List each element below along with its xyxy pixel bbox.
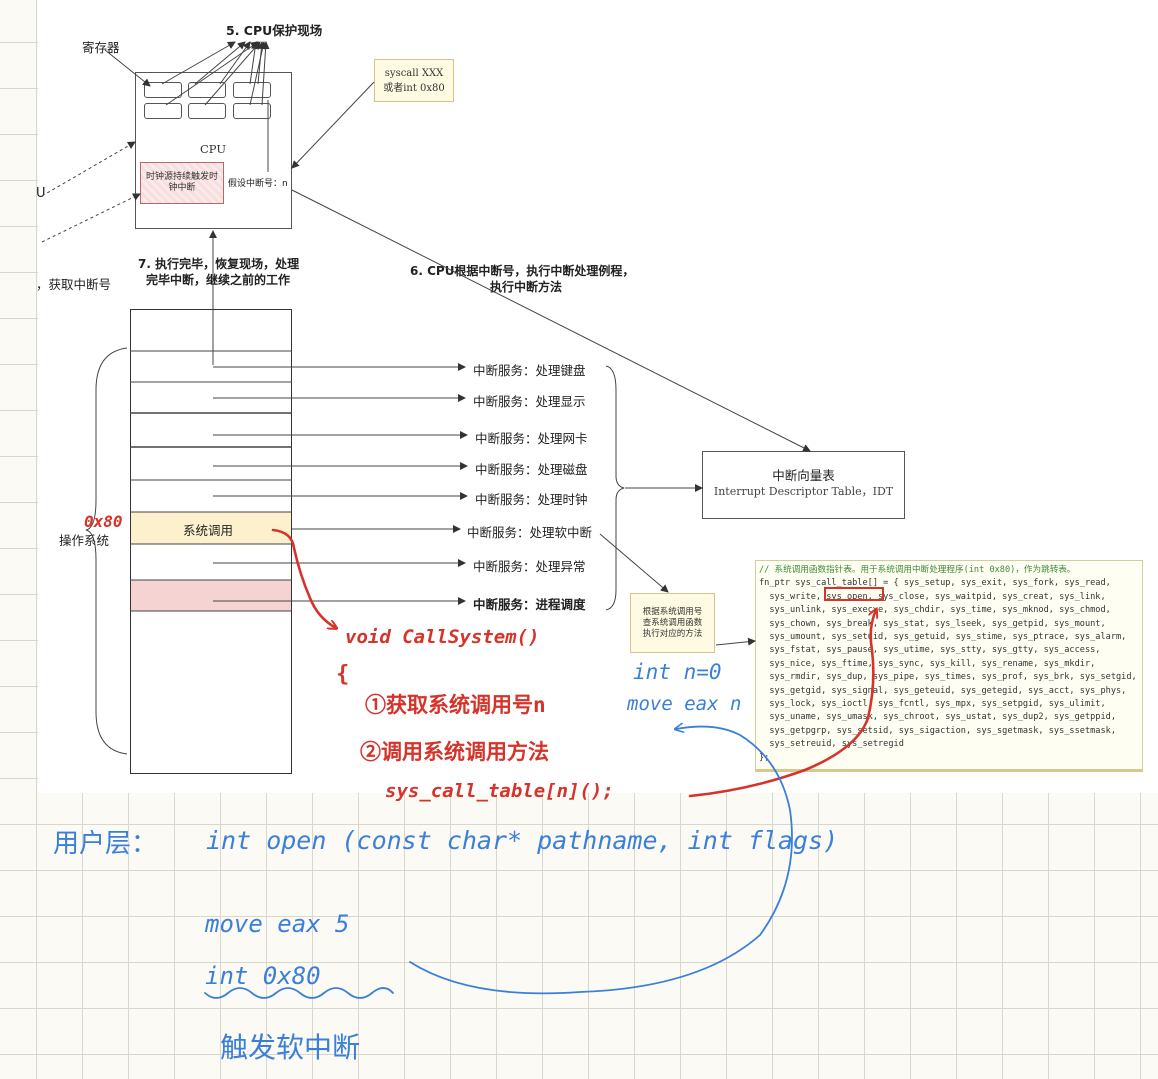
syscall-note: syscall XXX 或者int 0x80 [374, 59, 454, 102]
left-cut-text-u: U [36, 186, 46, 201]
syscall-note-line2: 或者int 0x80 [383, 83, 445, 94]
code-line: sys_chown, sys_break, sys_stat, sys_lsee… [759, 618, 1106, 629]
code-comment: // 系统调用函数指针表。用于系统调用中断处理程序(int 0x80)，作为跳转… [759, 565, 1076, 575]
code-line: sys_unlink, sys_execve, sys_chdir, sys_t… [759, 605, 1111, 616]
code-line: sys_rmdir, sys_dup, sys_pipe, sys_times,… [759, 672, 1137, 683]
code-line: sys_getgid, sys_signal, sys_geteuid, sys… [759, 685, 1127, 696]
idt-title: 中断向量表 [772, 468, 835, 483]
step5-label: 5. CPU保护现场 [226, 23, 323, 38]
syscall-note-line1: syscall XXX [384, 68, 444, 79]
service-exception: 中断服务：处理异常 [473, 559, 586, 574]
service-clock: 中断服务：处理时钟 [475, 492, 588, 507]
lookup-note: 根据系统调用号 查系统调用函数 执行对应的方法 [630, 593, 715, 653]
register-cell [233, 103, 271, 119]
os-label: 操作系统 [59, 533, 110, 548]
step7-label: 7. 执行完毕，恢复现场，处理 完毕中断，继续之前的工作 [138, 256, 299, 288]
code-line: sys_fstat, sys_pause, sys_utime, sys_stt… [759, 645, 1101, 656]
service-network: 中断服务：处理网卡 [475, 431, 588, 446]
hand-brace: { [336, 662, 350, 687]
lookup-note-line1: 根据系统调用号 [642, 607, 703, 617]
sys-open-highlight [824, 587, 884, 601]
hand-func-signature: void CallSystem() [345, 626, 540, 648]
scheduler-slot-fill [131, 580, 291, 611]
step6-label: 6. CPU根据中断号，执行中断处理例程， 执行中断方法 [410, 263, 634, 295]
registers-label: 寄存器 [82, 40, 120, 55]
left-cut-text-get: ，获取中断号 [36, 277, 112, 292]
syscall-slot-fill [131, 512, 291, 544]
step6-line2: 执行中断方法 [490, 280, 563, 294]
hand-move-eax-n: move eax n [627, 693, 742, 715]
hand-0x80-label: 0x80 [84, 512, 123, 531]
service-scheduling: 中断服务：进程调度 [473, 597, 586, 612]
register-cell [144, 103, 182, 119]
service-display: 中断服务：处理显示 [473, 394, 586, 409]
code-line: sys_uname, sys_umask, sys_chroot, sys_us… [759, 712, 1116, 723]
hand-step2: ②调用系统调用方法 [360, 740, 549, 764]
step7-line2: 完毕中断，继续之前的工作 [146, 273, 291, 287]
step6-line1: 6. CPU根据中断号，执行中断处理例程， [410, 264, 635, 278]
hand-user-layer: 用户层： [53, 829, 158, 859]
idt-subtitle: Interrupt Descriptor Table，IDT [713, 485, 894, 498]
interrupt-number-label: 假设中断号：n [228, 179, 288, 189]
lookup-note-line3: 执行对应的方法 [642, 629, 703, 639]
service-keyboard: 中断服务：处理键盘 [473, 363, 586, 378]
hand-move-eax-5: move eax 5 [205, 910, 350, 938]
step7-line1: 7. 执行完毕，恢复现场，处理 [138, 257, 300, 271]
hand-trigger-soft-interrupt: 触发软中断 [220, 1031, 361, 1064]
code-line: sys_umount, sys_setuid, sys_getuid, sys_… [759, 632, 1127, 643]
syscall-slot-label: 系统调用 [183, 523, 234, 538]
hand-int-0x80: int 0x80 [205, 962, 321, 990]
hand-call: sys_call_table[n](); [385, 780, 614, 802]
code-line: sys_setreuid, sys_setregid [759, 739, 904, 750]
hand-open-signature: int open (const char* pathname, int flag… [206, 826, 839, 855]
code-line: fn_ptr sys_call_table[] = { sys_setup, s… [759, 578, 1111, 589]
code-line: sys_getpgrp, sys_setsid, sys_sigaction, … [759, 725, 1116, 736]
hand-int-n: int n=0 [633, 660, 722, 684]
lookup-note-line2: 查系统调用函数 [642, 618, 703, 628]
code-line: }; [759, 752, 770, 763]
service-soft-interrupt: 中断服务：处理软中断 [467, 525, 593, 540]
register-cell [144, 82, 182, 98]
code-line: sys_lock, sys_ioctl, sys_fcntl, sys_mpx,… [759, 699, 1106, 710]
register-cell [188, 103, 226, 119]
code-line: sys_write, sys_open, sys_close, sys_wait… [759, 591, 1106, 602]
syscall-table-code: // 系统调用函数指针表。用于系统调用中断处理程序(int 0x80)，作为跳转… [755, 560, 1143, 772]
idt-box: 中断向量表 Interrupt Descriptor Table，IDT [702, 451, 905, 519]
service-disk: 中断服务：处理磁盘 [475, 462, 588, 477]
clock-source-box: 时钟源持续触发时钟中断 [140, 162, 224, 204]
cpu-label: CPU [200, 142, 227, 156]
hand-step1: ①获取系统调用号n [365, 693, 546, 717]
code-line: sys_nice, sys_ftime, sys_sync, sys_kill,… [759, 658, 1096, 669]
